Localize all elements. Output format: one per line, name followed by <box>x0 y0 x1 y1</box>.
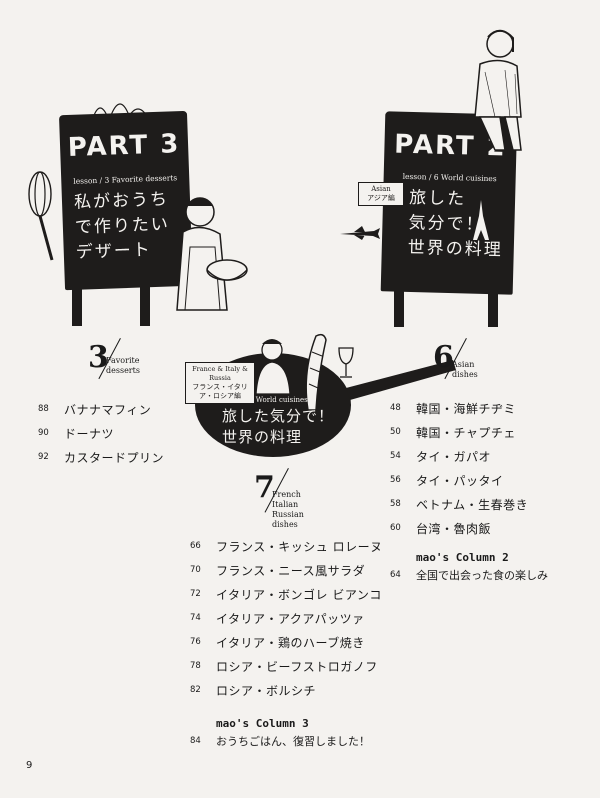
toc-entry[interactable]: 60 台湾・魯肉飯 <box>390 517 491 539</box>
entry-title: フランス・キッシュ ロレーヌ <box>216 539 383 554</box>
entry-title: イタリア・鶏のハーブ焼き <box>216 635 365 650</box>
entry-title: ロシア・ビーフストロガノフ <box>216 659 378 674</box>
part2-leg-left <box>394 287 404 327</box>
page-number-footer: 9 <box>26 760 33 771</box>
page-number: 72 <box>190 589 201 599</box>
part2-region-tag: Asian アジア編 <box>358 182 404 206</box>
section-label: French Italian Russian dishes <box>272 490 304 530</box>
page-number: 70 <box>190 565 201 575</box>
pan-lesson: lesson / 7 World cuisines <box>220 396 308 404</box>
entry-title: イタリア・ボンゴレ ビアンコ <box>216 587 382 602</box>
region-jp: アジア編 <box>367 194 395 202</box>
toc-entry[interactable]: 48 韓国・海鮮チヂミ <box>390 397 516 419</box>
toc-entry[interactable]: 70 フランス・ニース風サラダ <box>190 559 365 581</box>
page-number: 56 <box>390 475 401 485</box>
baguette-icon <box>305 333 327 411</box>
entry-title: 韓国・海鮮チヂミ <box>416 401 517 416</box>
entry-title: バナナマフィン <box>64 402 152 417</box>
page-number: 88 <box>38 404 49 414</box>
chef-illustration <box>255 339 291 395</box>
eiffel-tower-icon <box>473 200 489 240</box>
part2-leg-right <box>488 287 498 327</box>
pan-title-line: 旅した気分で！ <box>222 407 335 425</box>
part3-leg-right <box>140 282 150 326</box>
toc-entry[interactable]: 74 イタリア・アクアパッツァ <box>190 607 365 629</box>
section-label-line: Italian <box>272 500 299 509</box>
pan-title-line: 世界の料理 <box>222 428 303 446</box>
column-entry[interactable]: 84 おうちごはん、復習しました！ <box>190 730 370 752</box>
pan-title: 旅した気分で！ 世界の料理 <box>222 406 334 448</box>
airplane-icon <box>340 226 380 240</box>
toc-entry[interactable]: 56 タイ・パッタイ <box>390 469 504 491</box>
part3-leg-left <box>72 282 82 326</box>
entry-title: カスタードプリン <box>64 450 165 465</box>
entry-title: タイ・ガパオ <box>416 449 492 464</box>
toc-entry[interactable]: 54 タイ・ガパオ <box>390 445 491 467</box>
part3-title-line: で作りたい <box>74 214 171 238</box>
entry-title: ドーナツ <box>64 426 115 441</box>
page-number: 60 <box>390 523 401 533</box>
toc-entry[interactable]: 82 ロシア・ボルシチ <box>190 679 316 701</box>
whisk-icon <box>28 171 54 261</box>
entry-title: イタリア・アクアパッツァ <box>216 611 365 626</box>
entry-title: 韓国・チャプチェ <box>416 425 516 440</box>
toc-entry[interactable]: 72 イタリア・ボンゴレ ビアンコ <box>190 583 382 605</box>
part3-title-line: 私がおうち <box>73 189 170 213</box>
page-number: 92 <box>38 452 49 462</box>
toc-entry[interactable]: 58 ベトナム・生春巻き <box>390 493 528 515</box>
page-number: 48 <box>390 403 401 413</box>
woman-sitting-illustration <box>474 29 522 151</box>
wine-glass-icon <box>338 347 354 378</box>
toc-entry[interactable]: 50 韓国・チャプチェ <box>390 421 516 443</box>
part3-title-line: デザート <box>75 240 153 263</box>
column-entry[interactable]: 64 全国で出会った食の楽しみ <box>390 564 548 586</box>
toc-entry[interactable]: 90 ドーナツ <box>38 422 114 444</box>
pan-region-tag: France & Italy & Russia フランス・イタリア・ロシア編 <box>185 362 255 404</box>
entry-title: タイ・パッタイ <box>416 473 504 488</box>
page-number: 82 <box>190 685 201 695</box>
toc-entry[interactable]: 78 ロシア・ビーフストロガノフ <box>190 655 378 677</box>
toc-entry[interactable]: 88 バナナマフィン <box>38 398 151 420</box>
toc-entry[interactable]: 92 カスタードプリン <box>38 446 164 468</box>
column-title: mao's Column 2 <box>416 551 509 564</box>
section-label-line: Russian <box>272 510 304 519</box>
entry-title: 台湾・魯肉飯 <box>416 521 492 536</box>
entry-title: ベトナム・生春巻き <box>416 497 529 512</box>
toc-entry[interactable]: 66 フランス・キッシュ ロレーヌ <box>190 535 383 557</box>
section-label: Favorite desserts <box>106 356 140 376</box>
section-label-line: Favorite <box>106 356 140 365</box>
page-number: 54 <box>390 451 401 461</box>
section-label-line: Asian <box>452 360 475 369</box>
column-title: mao's Column 3 <box>216 717 309 730</box>
woman-baking-illustration <box>176 197 248 311</box>
page-number: 66 <box>190 541 201 551</box>
section-label: Asian dishes <box>452 360 478 380</box>
section-number: 7 <box>254 470 275 505</box>
section-label-line: dishes <box>452 370 478 379</box>
page-number: 78 <box>190 661 201 671</box>
column-subtitle: 全国で出会った食の楽しみ <box>416 569 548 582</box>
section-label-line: desserts <box>106 366 140 375</box>
page-number: 84 <box>190 736 201 746</box>
page-number: 64 <box>390 570 401 580</box>
page-number: 90 <box>38 428 49 438</box>
page-number: 58 <box>390 499 401 509</box>
entry-title: フランス・ニース風サラダ <box>216 563 366 578</box>
entry-title: ロシア・ボルシチ <box>216 683 317 698</box>
page-number: 74 <box>190 613 201 623</box>
section-label-line: dishes <box>272 520 298 529</box>
toc-entry[interactable]: 76 イタリア・鶏のハーブ焼き <box>190 631 365 653</box>
section-number: 6 <box>433 340 454 375</box>
section-label-line: French <box>272 490 301 499</box>
page-number: 76 <box>190 637 201 647</box>
part3-title: 私がおうち で作りたい デザート <box>74 188 172 266</box>
part3-lesson: lesson / 3 Favorite desserts <box>73 173 178 186</box>
region-jp: フランス・イタリア・ロシア編 <box>192 383 248 400</box>
part3-label: PART 3 <box>67 129 181 163</box>
column-subtitle: おうちごはん、復習しました！ <box>216 735 370 748</box>
region-en: Asian <box>371 185 391 193</box>
region-en: France & Italy & Russia <box>192 365 248 382</box>
page-number: 50 <box>390 427 401 437</box>
